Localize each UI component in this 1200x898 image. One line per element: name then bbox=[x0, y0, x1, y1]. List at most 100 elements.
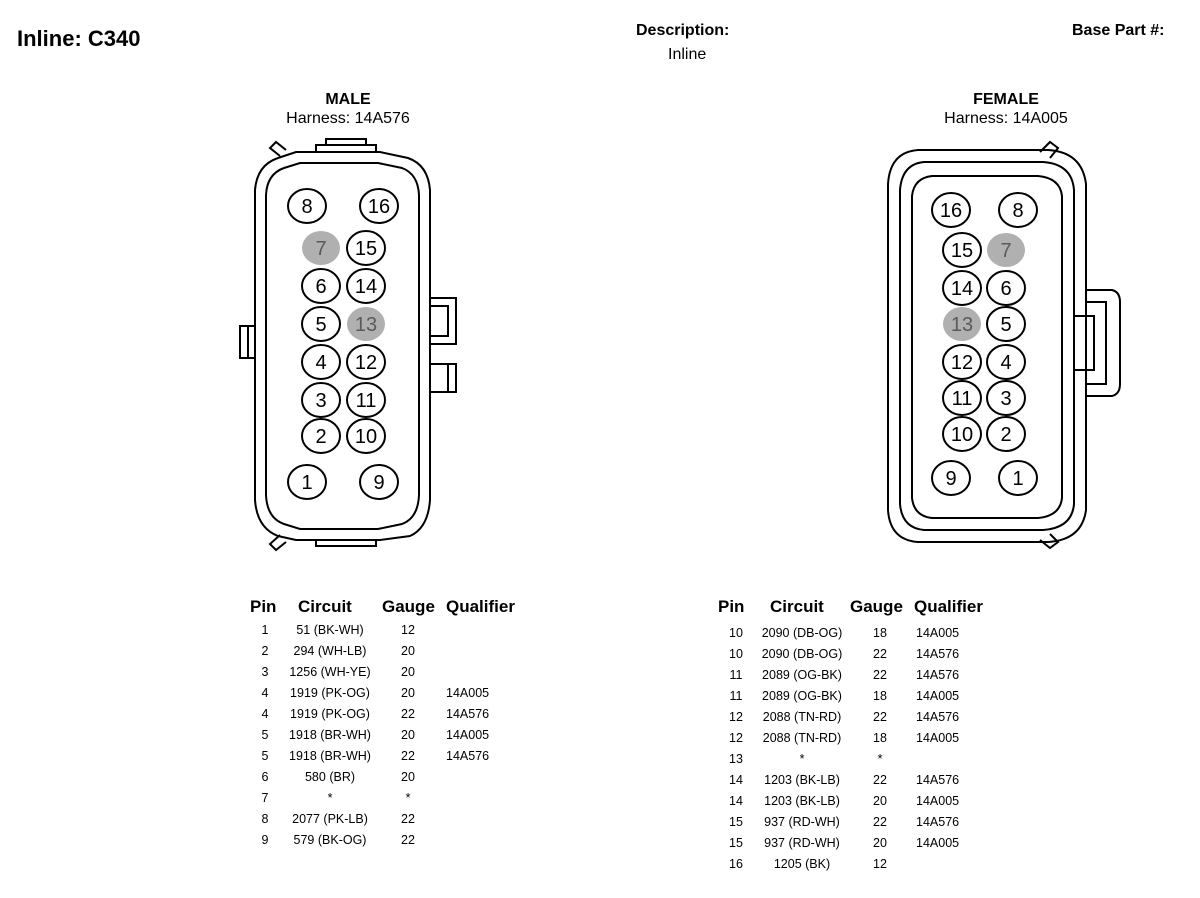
column-header-qualifier: Qualifier bbox=[914, 597, 983, 616]
table-cell: * bbox=[405, 791, 411, 805]
male-pin-label: 13 bbox=[355, 314, 377, 336]
female-pin-14 bbox=[942, 270, 982, 306]
table-cell: 22 bbox=[401, 707, 415, 721]
male-pin-7 bbox=[302, 231, 340, 265]
table-cell: 2089 (OG-BK) bbox=[762, 668, 842, 682]
table-cell: * bbox=[799, 752, 805, 766]
table-cell: 12 bbox=[729, 731, 743, 745]
male-pin-label: 6 bbox=[315, 276, 326, 298]
male-pin-label: 10 bbox=[355, 426, 377, 448]
table-cell: 1205 (BK) bbox=[773, 857, 831, 871]
table-cell: 14A005 bbox=[446, 728, 490, 742]
female-connector-heading: FEMALE Harness: 14A005 bbox=[876, 90, 1136, 128]
male-pin-2 bbox=[301, 418, 341, 454]
column-header-pin: Pin bbox=[718, 597, 745, 616]
female-pin-15 bbox=[942, 232, 982, 268]
female-pin-2 bbox=[986, 416, 1026, 452]
female-pin-10 bbox=[942, 416, 982, 452]
female-pin-13 bbox=[943, 307, 981, 341]
male-pin-label: 5 bbox=[315, 314, 326, 336]
table-cell: 12 bbox=[401, 623, 415, 637]
table-cell: 1918 (BR-WH) bbox=[289, 728, 371, 742]
table-cell: 22 bbox=[873, 815, 887, 829]
table-cell: 5 bbox=[261, 728, 269, 742]
table-cell: 1256 (WH-YE) bbox=[289, 665, 371, 679]
male-pin-label: 3 bbox=[315, 390, 326, 412]
female-pin-label: 14 bbox=[951, 278, 973, 300]
table-cell: 14A576 bbox=[446, 707, 490, 721]
table-cell: 14A576 bbox=[916, 647, 960, 661]
female-pin-1 bbox=[998, 460, 1038, 496]
male-pin-14 bbox=[346, 268, 386, 304]
male-pin-label: 7 bbox=[315, 238, 326, 260]
female-pin-7 bbox=[987, 233, 1025, 267]
female-pin-label: 9 bbox=[945, 468, 956, 490]
table-cell: 14A576 bbox=[446, 749, 490, 763]
description-label: Description: bbox=[636, 22, 730, 39]
table-cell: 2088 (TN-RD) bbox=[762, 710, 842, 724]
table-cell: 13 bbox=[729, 752, 743, 766]
table-cell: 20 bbox=[401, 728, 415, 742]
female-pin-label: 11 bbox=[952, 388, 973, 410]
male-pin-label: 1 bbox=[301, 472, 312, 494]
table-cell: 14 bbox=[729, 773, 743, 787]
table-cell: 12 bbox=[729, 710, 743, 724]
table-cell: 15 bbox=[729, 815, 743, 829]
male-pin-label: 16 bbox=[368, 196, 390, 218]
table-cell: 1919 (PK-OG) bbox=[290, 707, 370, 721]
table-cell: 22 bbox=[401, 812, 415, 826]
male-pin-label: 14 bbox=[355, 276, 377, 298]
female-pin-label: 15 bbox=[951, 240, 973, 262]
male-harness-label: Harness: 14A576 bbox=[286, 110, 410, 127]
female-pin-label: 10 bbox=[951, 424, 973, 446]
female-pin-5 bbox=[986, 306, 1026, 342]
male-pin-15 bbox=[346, 230, 386, 266]
female-pin-8 bbox=[998, 192, 1038, 228]
table-cell: 20 bbox=[873, 794, 887, 808]
table-cell: 22 bbox=[873, 710, 887, 724]
female-pin-label: 2 bbox=[1000, 424, 1011, 446]
table-cell: 18 bbox=[873, 626, 887, 640]
male-pin-label: 9 bbox=[373, 472, 384, 494]
table-cell: 2 bbox=[261, 644, 269, 658]
table-cell: 14A005 bbox=[916, 731, 960, 745]
table-cell: 2089 (OG-BK) bbox=[762, 689, 842, 703]
table-cell: 10 bbox=[729, 647, 743, 661]
female-pin-6 bbox=[986, 270, 1026, 306]
table-cell: 580 (BR) bbox=[304, 770, 356, 784]
base-part-label: Base Part #: bbox=[1072, 22, 1165, 39]
male-pin-16 bbox=[359, 188, 399, 224]
table-cell: 20 bbox=[873, 836, 887, 850]
table-cell: 4 bbox=[261, 707, 269, 721]
page-title: Inline: C340 bbox=[17, 26, 141, 51]
table-cell: 16 bbox=[729, 857, 743, 871]
table-cell: 11 bbox=[729, 668, 743, 682]
male-pin-10 bbox=[346, 418, 386, 454]
female-connector-housing bbox=[887, 140, 1121, 550]
male-pin-label: 4 bbox=[315, 352, 326, 374]
table-cell: 1 bbox=[261, 623, 269, 637]
female-pin-label: 12 bbox=[951, 352, 973, 374]
female-pin-label: 7 bbox=[1000, 240, 1011, 262]
table-cell: 294 (WH-LB) bbox=[293, 644, 367, 658]
table-cell: * bbox=[877, 752, 883, 766]
male-pin-8 bbox=[287, 188, 327, 224]
table-cell: 1919 (PK-OG) bbox=[290, 686, 370, 700]
table-cell: 14A005 bbox=[916, 689, 960, 703]
female-gender-label: FEMALE bbox=[973, 91, 1039, 108]
male-pin-12 bbox=[346, 344, 386, 380]
table-cell: 7 bbox=[261, 791, 269, 805]
female-pin-12 bbox=[942, 344, 982, 380]
table-cell: 4 bbox=[261, 686, 269, 700]
male-pin-5 bbox=[301, 306, 341, 342]
table-cell: * bbox=[327, 791, 333, 805]
male-connector-housing bbox=[239, 138, 457, 552]
male-pin-3 bbox=[301, 382, 341, 418]
table-cell: 3 bbox=[261, 665, 269, 679]
male-gender-label: MALE bbox=[325, 91, 371, 108]
female-pin-label: 4 bbox=[1000, 352, 1011, 374]
female-pin-label: 3 bbox=[1000, 388, 1011, 410]
table-cell: 20 bbox=[401, 686, 415, 700]
